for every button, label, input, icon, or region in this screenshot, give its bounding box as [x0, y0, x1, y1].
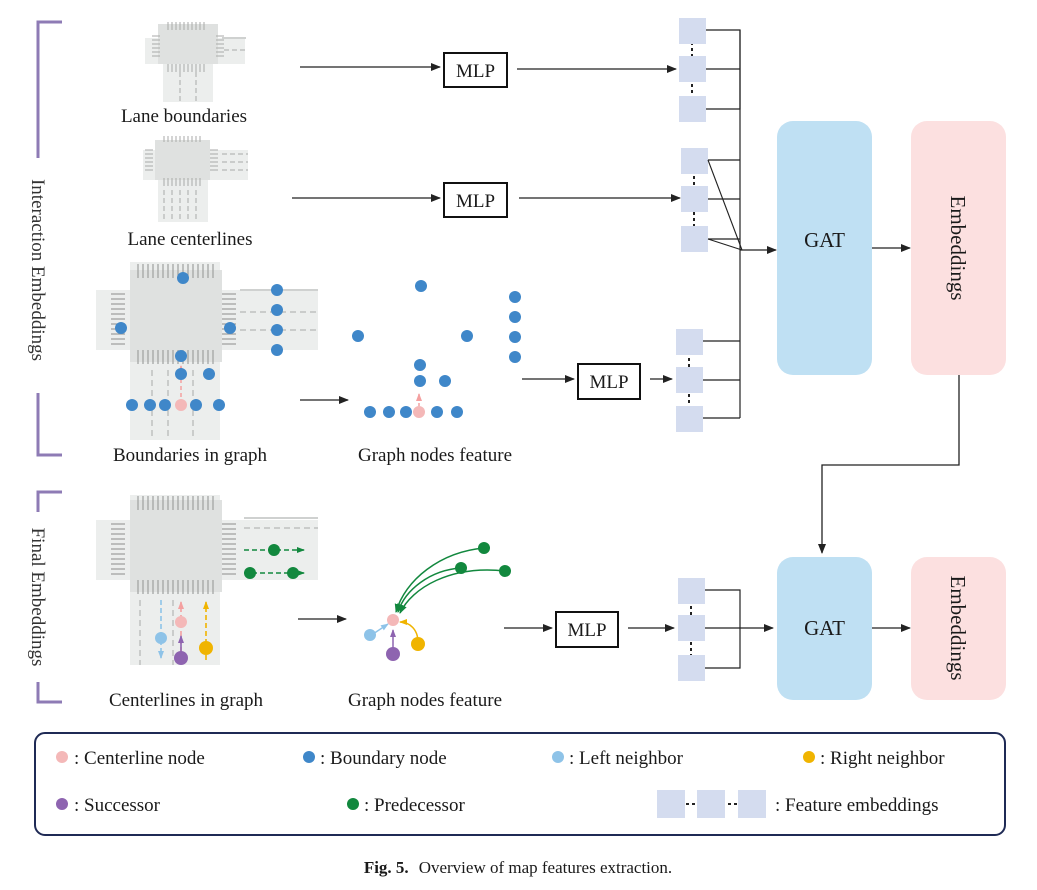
successor-swatch	[56, 798, 68, 810]
svg-text:GAT: GAT	[804, 616, 845, 640]
embeddings-block-bottom: Embeddings	[911, 557, 1006, 700]
legend-right-neighbor: : Right neighbor	[820, 748, 945, 769]
boundaries-in-graph-label: Boundaries in graph	[113, 445, 268, 466]
mlp-box-2: MLP	[443, 182, 508, 218]
mlp-box-3: MLP	[577, 363, 641, 400]
gat-block-bottom: GAT	[777, 557, 872, 700]
caption-text: Overview of map features extraction.	[419, 858, 672, 877]
svg-text:GAT: GAT	[804, 228, 845, 252]
legend-left-neighbor: : Left neighbor	[569, 748, 684, 769]
graph-nodes-feature-top	[352, 280, 521, 418]
feature-collector-line	[707, 30, 777, 418]
boundary-node-swatch	[303, 751, 315, 763]
lane-boundaries-map	[145, 22, 246, 102]
svg-text:Embeddings: Embeddings	[946, 576, 970, 681]
graph-nodes-feature-top-label: Graph nodes feature	[358, 445, 512, 466]
arrow-embeddings-to-gat-bottom	[818, 375, 960, 554]
centerlines-graph-map	[96, 495, 318, 665]
centerline-node-swatch	[56, 751, 68, 763]
svg-text:MLP: MLP	[589, 372, 628, 393]
legend-successor: : Successor	[74, 795, 161, 816]
svg-text:Embeddings: Embeddings	[946, 196, 970, 301]
boundaries-graph-map	[96, 262, 318, 440]
interaction-bracket	[24, 20, 62, 457]
graph-nodes-feature-bottom	[364, 542, 511, 661]
interaction-embeddings-label: Interaction Embeddings	[27, 179, 48, 361]
feature-stack-2	[681, 148, 740, 252]
predecessor-swatch	[347, 798, 359, 810]
legend-centerline-node: : Centerline node	[74, 748, 205, 769]
feature-stack-4	[678, 578, 774, 681]
caption-label: Fig. 5.	[364, 858, 409, 877]
svg-text:MLP: MLP	[456, 61, 495, 82]
mlp-box-4: MLP	[555, 611, 619, 648]
feature-stack-3	[676, 329, 740, 432]
feature-embeddings-swatch	[657, 790, 766, 818]
svg-text:MLP: MLP	[567, 620, 606, 641]
feature-stack-1	[679, 18, 741, 122]
embeddings-block-top: Embeddings	[911, 121, 1006, 375]
centerlines-in-graph-label: Centerlines in graph	[109, 690, 264, 711]
lane-boundaries-label: Lane boundaries	[121, 106, 247, 127]
legend-boundary-node: : Boundary node	[320, 748, 447, 769]
lane-centerlines-label: Lane centerlines	[127, 229, 252, 250]
left-neighbor-swatch	[552, 751, 564, 763]
legend-feature-embeddings: : Feature embeddings	[775, 795, 939, 816]
final-embeddings-label: Final Embeddings	[27, 528, 48, 667]
gat-block-top: GAT	[777, 121, 872, 375]
svg-text:MLP: MLP	[456, 191, 495, 212]
graph-nodes-feature-bottom-label: Graph nodes feature	[348, 690, 502, 711]
right-neighbor-swatch	[803, 751, 815, 763]
mlp-box-1: MLP	[443, 52, 508, 88]
final-bracket	[24, 490, 62, 704]
figure-caption: Fig. 5. Overview of map features extract…	[364, 858, 672, 877]
legend-predecessor: : Predecessor	[364, 795, 465, 816]
lane-centerlines-map	[143, 136, 248, 222]
